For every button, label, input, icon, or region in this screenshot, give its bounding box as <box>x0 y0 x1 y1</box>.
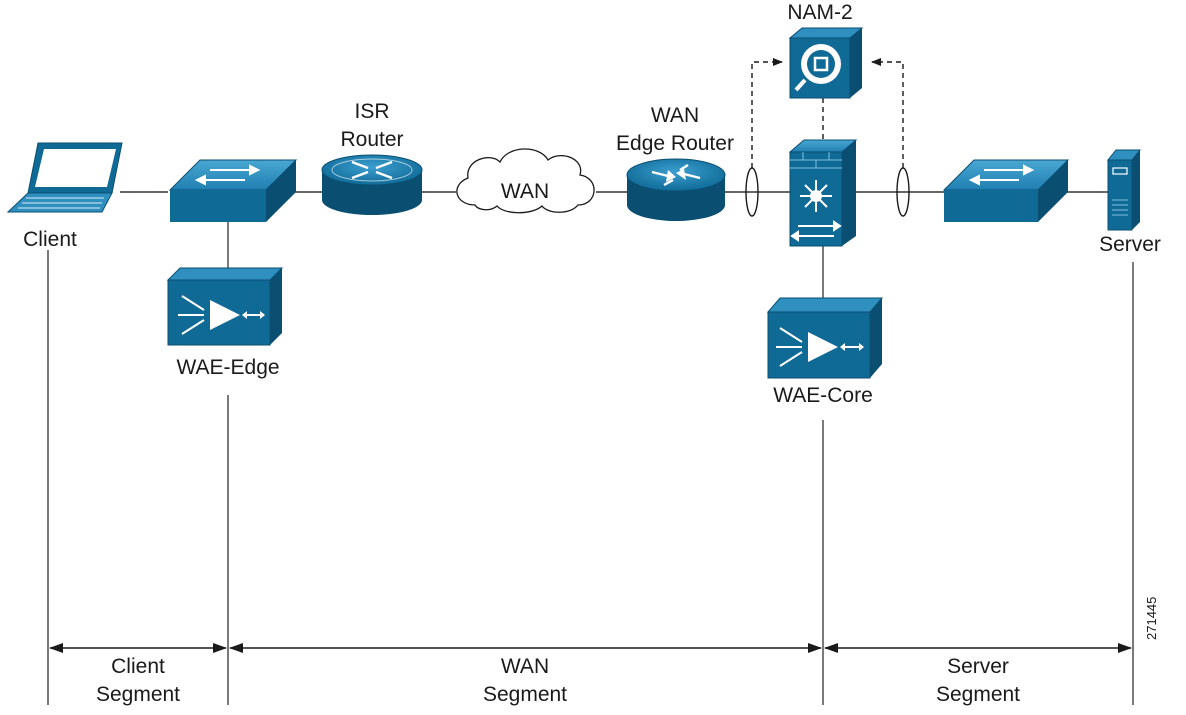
nam-span-links <box>751 58 904 168</box>
wae-edge-label: WAE-Edge <box>176 356 280 379</box>
wan-segment-label-line2: Segment <box>482 683 568 706</box>
wan-edge-router-label-line1: WAN <box>650 104 700 127</box>
wae-core-label: WAE-Core <box>773 384 873 407</box>
wan-edge-router-icon <box>626 158 726 221</box>
edge-switch-icon <box>168 159 298 222</box>
isr-router-icon <box>321 154 423 215</box>
wan-edge-router-label-line2: Edge Router <box>616 132 734 155</box>
nam-label: NAM-2 <box>787 1 853 24</box>
nam-module-icon <box>788 27 864 99</box>
client-segment-label-line1: Client <box>111 655 165 678</box>
isr-router-label-line1: ISR <box>354 100 390 123</box>
server-label: Server <box>1099 233 1161 256</box>
wae-edge-icon <box>166 267 284 346</box>
wae-core-icon <box>766 297 884 379</box>
segment-boundary-lines <box>47 222 1134 705</box>
figure-id: 271445 <box>1144 596 1159 640</box>
server-segment-label-line1: Server <box>947 655 1009 678</box>
server-icon <box>1106 149 1142 231</box>
client-segment-label-line2: Segment <box>95 683 181 706</box>
client-label: Client <box>23 228 77 251</box>
wan-cloud-icon <box>456 148 595 214</box>
wan-segment-label-line1: WAN <box>500 655 550 678</box>
firewall-switch-icon <box>788 139 858 247</box>
server-segment-label-line2: Segment <box>935 683 1021 706</box>
laptop-icon <box>6 142 123 213</box>
wan-cloud-label: WAN <box>500 180 550 203</box>
server-switch-icon <box>942 159 1070 222</box>
isr-router-label-line2: Router <box>340 128 404 151</box>
